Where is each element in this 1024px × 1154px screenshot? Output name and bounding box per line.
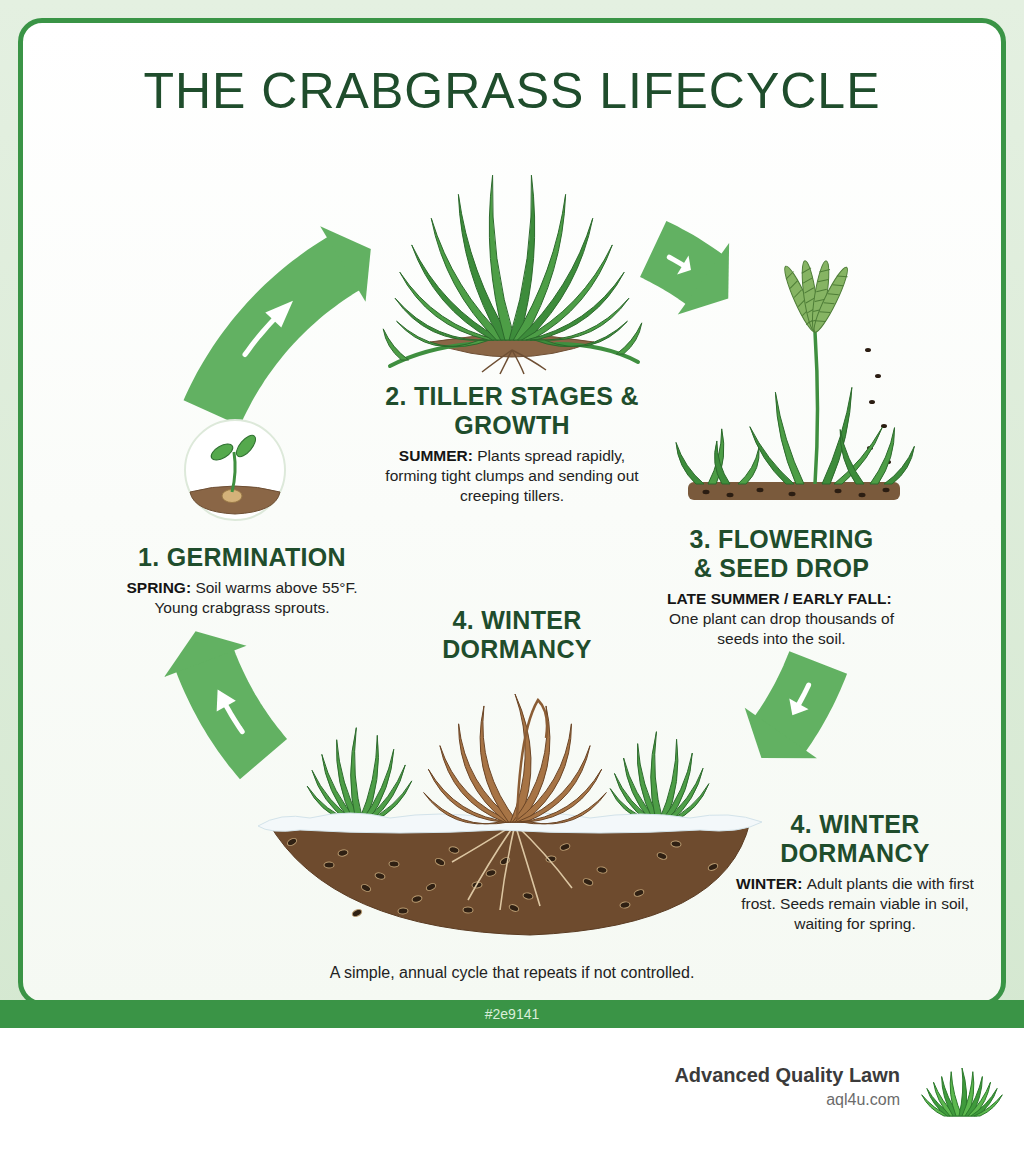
grass-blade xyxy=(676,442,704,484)
stage-box: 3. FLOWERING & SEED DROP LATE SUMMER / EA… xyxy=(655,300,908,661)
grass-blade xyxy=(840,429,864,484)
grass-blade xyxy=(534,321,627,346)
stage-text: 3. FLOWERING & SEED DROP LATE SUMMER / EA… xyxy=(655,525,908,649)
stage-heading: 2. TILLER STAGES & GROWTH xyxy=(382,382,642,440)
stage-heading: 4. WINTER DORMANCY xyxy=(735,810,975,868)
caption: A simple, annual cycle that repeats if n… xyxy=(0,964,1024,982)
grass-blade xyxy=(870,428,895,484)
tiller-clump xyxy=(383,175,642,374)
season-label: WINTER: xyxy=(736,875,802,892)
stage-description: SUMMER:Plants spread rapidly, forming ti… xyxy=(372,446,652,506)
dormant-plant xyxy=(258,694,762,935)
stage-text: 1. GERMINATION SPRING:Soil warms above 55… xyxy=(112,543,372,618)
grass-blade xyxy=(489,175,515,340)
stage-description: WINTER:Adult plants die with first frost… xyxy=(735,874,975,934)
cycle-arrow xyxy=(745,663,818,759)
grass-blade xyxy=(834,427,882,484)
grass-blade xyxy=(515,724,572,822)
stage-heading: 4. WINTER DORMANCY xyxy=(397,606,637,664)
stage-heading: 1. GERMINATION xyxy=(112,543,372,572)
grass-blade xyxy=(884,446,914,484)
stage-text: 4. WINTER DORMANCY WINTER:Adult plants di… xyxy=(735,810,975,934)
grass-blade xyxy=(519,769,602,822)
grass-blade xyxy=(651,732,663,822)
logo-grass xyxy=(922,1068,1003,1116)
grass-blade xyxy=(738,448,759,484)
seed-spike xyxy=(810,265,852,335)
cycle-arrow xyxy=(164,631,263,759)
stage-box: 2. TILLER STAGES & GROWTH SUMMER:Plants s… xyxy=(372,150,652,518)
stage-text: 2. TILLER STAGES & GROWTH SUMMER:Plants s… xyxy=(372,382,652,506)
stage-box: 4. WINTER DORMANCY WINTER:Adult plants di… xyxy=(265,760,975,955)
grass-blade xyxy=(715,441,730,484)
grass-blade xyxy=(521,793,606,824)
grass-blade xyxy=(974,1095,1002,1116)
grass-blade xyxy=(617,323,642,354)
grass-blade xyxy=(383,329,408,360)
grass-blade xyxy=(517,746,590,822)
grass-blade xyxy=(480,706,517,822)
stage-description: SPRING:Soil warms above 55°F. Young crab… xyxy=(112,578,372,618)
brand-name: Advanced Quality Lawn xyxy=(560,1064,900,1087)
stage-heading: 3. FLOWERING & SEED DROP xyxy=(682,525,882,583)
grass-blade xyxy=(351,728,363,822)
grass-blade xyxy=(775,392,804,484)
season-label: SPRING: xyxy=(126,579,191,596)
cycle-arrow xyxy=(212,226,371,413)
stage-box: 1. GERMINATION SPRING:Soil warms above 55… xyxy=(112,415,372,630)
stage-description: LATE SUMMER / EARLY FALL:One plant can d… xyxy=(655,589,908,649)
website: aql4u.com xyxy=(560,1091,900,1109)
flowering-plant xyxy=(676,260,914,500)
color-code: #2e9141 xyxy=(0,1000,1024,1028)
season-label: SUMMER: xyxy=(399,447,473,464)
seedling xyxy=(185,420,285,520)
grass-blade xyxy=(526,272,624,340)
description-text: One plant can drop thousands of seeds in… xyxy=(669,610,894,647)
cycle-arrow xyxy=(653,243,729,314)
season-label: LATE SUMMER / EARLY FALL: xyxy=(655,589,904,609)
diagram-title: THE CRABGRASS LIFECYCLE xyxy=(0,64,1024,119)
